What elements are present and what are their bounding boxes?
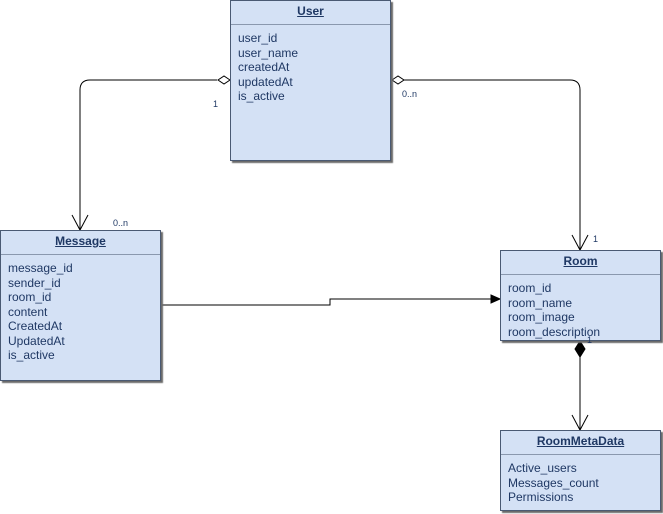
multiplicity-user-message-message: 0..n xyxy=(113,218,129,228)
class-room[interactable]: Room room_id room_name room_image room_d… xyxy=(500,250,661,341)
arrowhead-room-from-message xyxy=(490,294,502,304)
aggregation-diamond-user-room xyxy=(391,75,405,85)
class-user-title: User xyxy=(231,1,390,25)
attribute: content xyxy=(8,304,48,319)
attribute: room_id xyxy=(8,290,52,304)
attribute: updatedAt xyxy=(238,74,293,89)
class-message-title: Message xyxy=(1,231,160,255)
attribute: message_id xyxy=(8,261,73,275)
composition-diamond-room-meta xyxy=(574,340,586,358)
attribute: user_id xyxy=(238,31,278,45)
class-user[interactable]: User user_id user_name createdAt updated… xyxy=(230,0,391,161)
class-room-attributes: room_id room_name room_image room_descri… xyxy=(501,275,660,339)
multiplicity-user-room-user: 0..n xyxy=(402,89,418,99)
attribute: Permissions xyxy=(508,490,574,504)
attribute: room_image xyxy=(508,310,575,324)
class-roommetadata-title: RoomMetaData xyxy=(501,431,660,455)
attribute: is_active xyxy=(238,89,285,103)
class-roommetadata-attributes: Active_users Messages_count Permissions xyxy=(501,455,660,505)
attribute: room_description xyxy=(508,324,601,339)
connector-user-message[interactable] xyxy=(79,79,217,230)
class-user-attributes: user_id user_name createdAt updatedAt is… xyxy=(231,25,390,104)
class-message[interactable]: Message message_id sender_id room_id con… xyxy=(0,230,161,381)
attribute: room_id xyxy=(508,281,552,295)
attribute: CreatedAt xyxy=(8,319,63,333)
attribute: UpdatedAt xyxy=(8,333,65,348)
multiplicity-user-message-user: 1 xyxy=(213,99,219,109)
attribute: sender_id xyxy=(8,275,61,290)
class-message-attributes: message_id sender_id room_id content Cre… xyxy=(1,255,160,363)
attribute: Messages_count xyxy=(508,475,599,490)
attribute: createdAt xyxy=(238,60,290,74)
multiplicity-user-room-room: 1 xyxy=(593,234,599,244)
attribute: Active_users xyxy=(508,461,577,475)
aggregation-diamond-user-message xyxy=(217,75,231,85)
connector-message-room[interactable] xyxy=(161,298,500,306)
class-room-title: Room xyxy=(501,251,660,275)
connector-user-room[interactable] xyxy=(404,79,581,250)
class-roommetadata[interactable]: RoomMetaData Active_users Messages_count… xyxy=(500,430,661,511)
multiplicity-room-meta-room: 1 xyxy=(587,335,593,345)
attribute: is_active xyxy=(8,348,55,362)
attribute: user_name xyxy=(238,45,299,60)
attribute: room_name xyxy=(508,295,573,310)
